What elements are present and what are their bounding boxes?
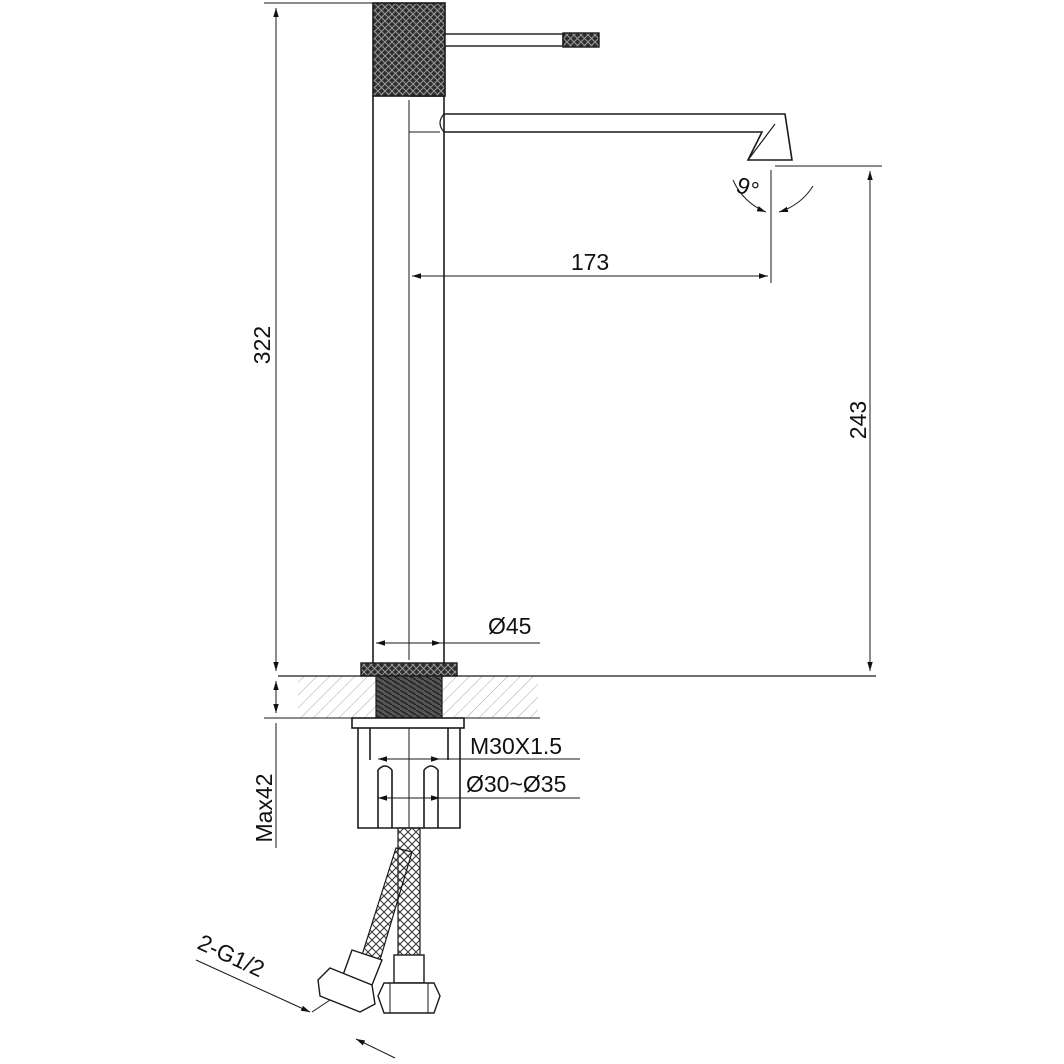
mounting-nut	[351, 717, 465, 829]
countertop	[278, 675, 876, 719]
dim-spout-angle-label: 9°	[733, 172, 763, 204]
dim-hose-connection-label: 2-G1/2	[194, 929, 269, 982]
dimension-lines	[195, 2, 882, 1059]
base-ring	[360, 662, 458, 677]
dim-body-diameter-label: Ø45	[488, 613, 531, 639]
handle-lever	[444, 32, 600, 48]
supply-hose-angled	[317, 847, 413, 1013]
dim-spout-height-label: 243	[845, 401, 871, 439]
handle-knurl	[372, 2, 446, 97]
thread-shank	[375, 675, 443, 719]
dim-max-thickness-label: Max42	[251, 773, 277, 842]
dim-spout-reach-label: 173	[571, 249, 609, 275]
dim-thread-label: M30X1.5	[470, 733, 562, 759]
dim-total-height-label: 322	[249, 326, 275, 364]
faucet-body	[372, 85, 793, 663]
dim-hole-diameter-label: Ø30~Ø35	[466, 771, 566, 797]
